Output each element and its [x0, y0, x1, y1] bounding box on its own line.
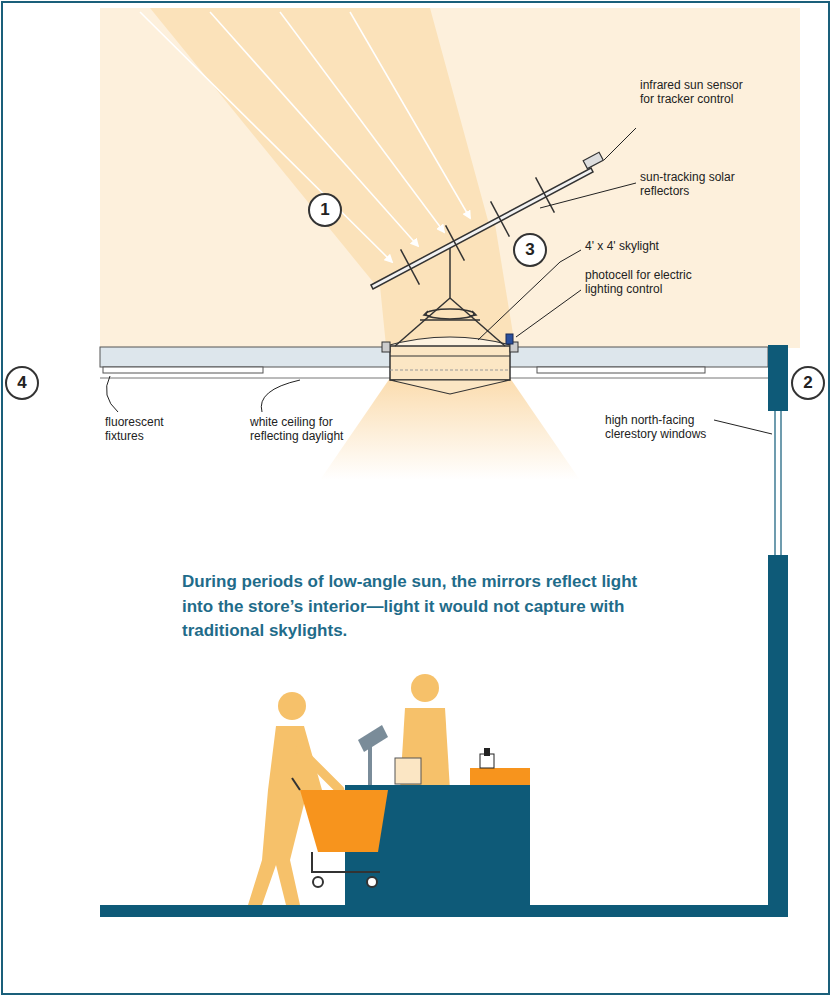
- callout-circle: 2: [791, 366, 825, 400]
- part-label: photocell for electric lighting control: [585, 268, 730, 297]
- daylight-cone: [320, 378, 580, 480]
- skylight: [382, 337, 518, 394]
- floor: [100, 905, 788, 917]
- sun-rays: [140, 12, 470, 262]
- callout-number: 1: [320, 200, 329, 220]
- fluorescent-fixture: [537, 367, 705, 373]
- sunbeam: [150, 8, 490, 288]
- reflected-beam: [380, 224, 515, 346]
- part-label: 4' x 4' skylight: [585, 239, 715, 253]
- wall: [768, 345, 788, 411]
- part-label: infrared sun sensor for tracker control: [640, 78, 752, 107]
- callout-circle: 4: [5, 366, 39, 400]
- callout-circle: 3: [513, 233, 547, 267]
- tracker-frame: [395, 246, 505, 346]
- clerestory-window: [780, 411, 781, 555]
- sky-ground: [100, 8, 800, 348]
- caption: During periods of low-angle sun, the mir…: [182, 570, 652, 644]
- part-label: high north-facing clerestory windows: [605, 413, 723, 442]
- leader-lines: [106, 128, 772, 434]
- checkout-scene: [248, 674, 530, 905]
- callout-number: 3: [525, 240, 534, 260]
- part-label: fluorescent fixtures: [105, 415, 195, 444]
- part-label: sun-tracking solar reflectors: [640, 170, 752, 199]
- part-label: white ceiling for reflecting daylight: [250, 415, 380, 444]
- callout-circle: 1: [308, 193, 342, 227]
- callout-number: 4: [17, 373, 26, 393]
- callout-number: 2: [803, 373, 812, 393]
- clerestory-window: [774, 411, 775, 555]
- fluorescent-fixture: [103, 367, 263, 373]
- infrared-sensor: [583, 152, 603, 168]
- solar-reflectors: [371, 168, 593, 289]
- wall: [768, 555, 788, 917]
- photocell: [506, 334, 513, 344]
